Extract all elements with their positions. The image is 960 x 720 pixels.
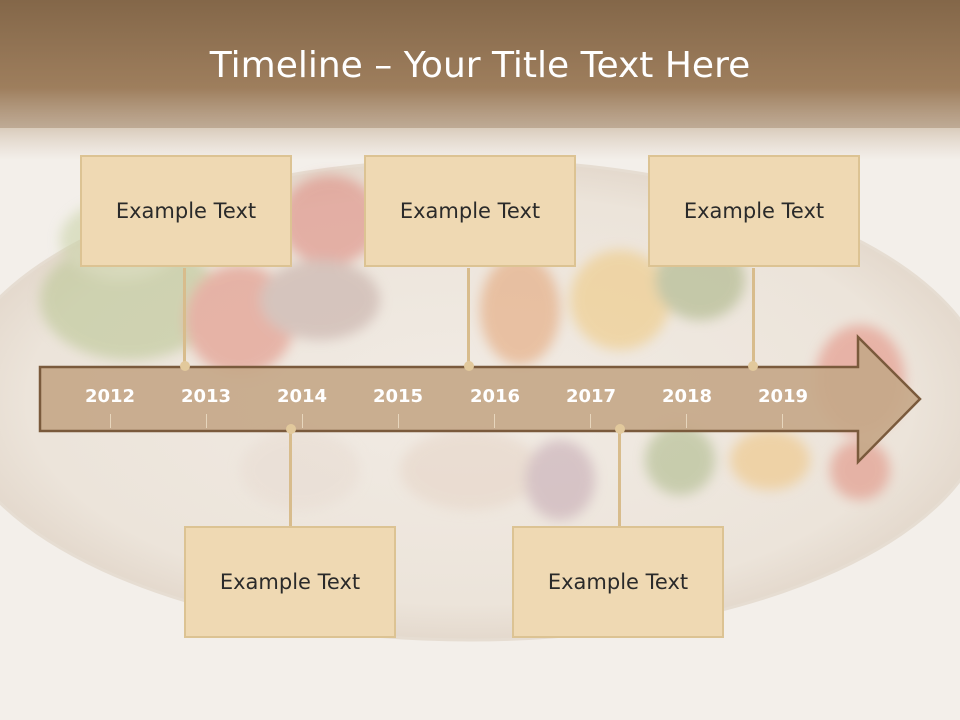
connector-line: [618, 432, 621, 528]
timeline-arrow-shape: [38, 333, 922, 466]
year-label-2017: 2017: [565, 386, 617, 407]
year-label-2016: 2016: [469, 386, 521, 407]
year-label-2014: 2014: [276, 386, 328, 407]
connector-dot: [464, 361, 474, 371]
year-label-2015: 2015: [372, 386, 424, 407]
timeline-card: Example Text: [184, 526, 396, 638]
connector-line: [752, 268, 755, 366]
timeline-card: Example Text: [364, 155, 576, 267]
year-tick: [686, 414, 687, 428]
year-tick: [398, 414, 399, 428]
connector-line: [183, 268, 186, 366]
connector-dot: [615, 424, 625, 434]
year-tick: [494, 414, 495, 428]
year-label-2019: 2019: [757, 386, 809, 407]
slide-title: Timeline – Your Title Text Here: [209, 45, 751, 86]
year-tick: [302, 414, 303, 428]
timeline-card: Example Text: [512, 526, 724, 638]
connector-line: [467, 268, 470, 366]
year-tick: [782, 414, 783, 428]
year-tick: [590, 414, 591, 428]
timeline-card: Example Text: [80, 155, 292, 267]
year-label-2013: 2013: [180, 386, 232, 407]
connector-dot: [180, 361, 190, 371]
year-label-2018: 2018: [661, 386, 713, 407]
connector-dot: [748, 361, 758, 371]
year-label-2012: 2012: [84, 386, 136, 407]
timeline-card: Example Text: [648, 155, 860, 267]
connector-dot: [286, 424, 296, 434]
year-tick: [110, 414, 111, 428]
connector-line: [289, 432, 292, 528]
year-tick: [206, 414, 207, 428]
